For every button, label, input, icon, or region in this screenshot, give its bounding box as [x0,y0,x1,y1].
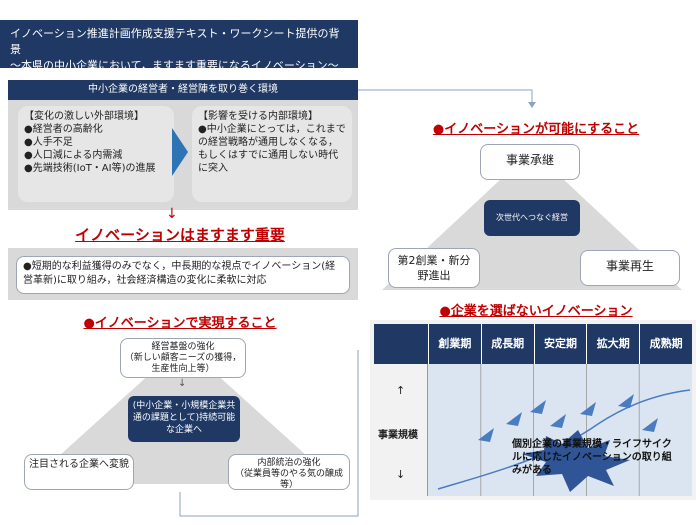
possible-center-box: 次世代へつなぐ経営 [484,200,580,236]
down-arrow-icon: ↓ [166,206,178,222]
external-item: ●先端技術(IoT・AI等)の進展 [24,163,156,174]
lifecycle-graphics [437,364,691,496]
external-item: ●人口減による内需減 [24,150,123,161]
header-banner: イノベーション推進計画作成支援テキスト・ワークシート提供の背景 ～本県の中小企業… [0,20,358,72]
header-line2: ～本県の中小企業において，ますます重要になるイノベーション～ [10,59,339,72]
down-arrow-icon: ↓ [396,468,406,481]
possible-heading: ●イノベーションが可能にすること [432,122,640,137]
lifecycle-corner [374,324,428,364]
down-arrow-icon: ↓ [178,378,187,389]
realize-center-box: (中小企業・小規模企業共通の課題として)持続可能な企業へ [128,396,240,442]
chevron-right-icon [172,128,188,176]
up-arrow-icon: ↑ [396,384,406,397]
burst-text: 個別企業の事業規模・ライフサイクルに応じたイノベーションの取り組みがある [512,439,672,476]
realize-top-box: 経営基盤の強化 （新しい顧客ニーズの獲得，生産性向上等） [120,338,246,378]
internal-title: 【影響を受ける内部環境】 [198,111,318,122]
external-item: ●人手不足 [24,137,73,148]
row-label: 事業規模 [378,430,418,441]
lifecycle-header: 創業期 成長期 安定期 拡大期 成熟期 [428,324,692,364]
external-item: ●経営者の高齢化 [24,124,103,135]
possible-top-box: 事業承継 [480,144,580,180]
internal-text: ●中小企業にとっては，これまでの経営戦略が通用しなくなる，もしくはすでに通用しな… [198,124,346,174]
possible-right-box: 事業再生 [580,250,680,286]
stage-label: 成長期 [480,324,534,364]
any-heading: ●企業を選ばないイノベーション [439,304,633,319]
stage-label: 安定期 [533,324,587,364]
external-title: 【変化の激しい外部環境】 [24,111,144,122]
stage-label: 成熟期 [639,324,692,364]
important-text: ●短期的な利益獲得のみでなく，中長期的な視点でイノベーション(経営革新)に取り組… [23,261,336,286]
stage-label: 創業期 [428,324,481,364]
external-environment-box: 【変化の激しい外部環境】 ●経営者の高齢化 ●人手不足 ●人口減による内需減 ●… [18,106,174,202]
realize-left-box: 注目される企業へ変貌 [24,454,134,490]
realize-heading: ●イノベーションで実現すること [83,316,277,331]
possible-left-box: 第2創業・新分野進出 [388,248,480,288]
important-heading: イノベーションはますます重要 [75,226,285,244]
row-label-cell: ↑ 事業規模 ↓ [374,364,428,496]
realize-right-box: 内部統治の強化 （従業員等のやる気の醸成 等） [228,454,350,490]
important-text-box: ●短期的な利益獲得のみでなく，中長期的な視点でイノベーション(経営革新)に取り組… [16,256,350,294]
header-line1: イノベーション推進計画作成支援テキスト・ワークシート提供の背景 [10,27,340,56]
stage-label: 拡大期 [586,324,639,364]
environment-bar: 中小企業の経営者・経営陣を取り巻く環境 [8,80,358,100]
internal-environment-box: 【影響を受ける内部環境】 ●中小企業にとっては，これまでの経営戦略が通用しなくな… [192,106,352,202]
